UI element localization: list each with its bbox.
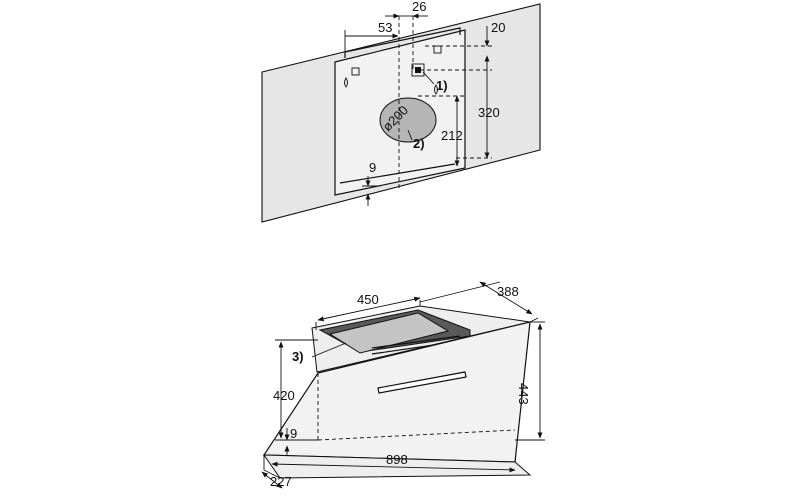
dim-label-227: 227	[270, 474, 292, 489]
callout-2: 2)	[413, 136, 425, 151]
dim-label-53: 53	[378, 20, 392, 35]
dim-label-9: 9	[369, 160, 376, 175]
callout-3: 3)	[292, 349, 304, 364]
duct-opening	[379, 97, 437, 143]
hood-unit: 450 388 420 443 9 898 227 3)	[261, 281, 545, 489]
dim-line-898	[271, 461, 516, 473]
dim-label-320: 320	[478, 105, 500, 120]
connector-core	[415, 67, 421, 73]
screw-slot-right	[433, 45, 442, 54]
callout-1: 1)	[436, 78, 448, 93]
dim-label-388: 388	[497, 284, 519, 299]
dim-label-9-bottom: 9	[290, 426, 297, 441]
drop-mark-left	[344, 77, 348, 88]
dim-line-227	[261, 471, 283, 489]
callout-leader-2	[407, 129, 413, 141]
wall-template: 26 53 20 320 212 9 ø200 1) 2)	[261, 0, 541, 223]
screw-slot-left	[351, 67, 360, 76]
dim-label-443: 443	[516, 383, 531, 405]
dim-label-212: 212	[441, 128, 463, 143]
top-bracket	[344, 27, 461, 58]
callout-leader-1	[422, 71, 435, 85]
dim-label-20: 20	[491, 20, 505, 35]
callout-leader-3	[311, 342, 347, 358]
bottom-rail	[339, 163, 456, 184]
hood-handle	[377, 371, 467, 394]
dim-label-898: 898	[386, 452, 408, 467]
drop-mark-right	[434, 84, 438, 95]
dim-label-420: 420	[273, 388, 295, 403]
dim-line-388	[479, 281, 533, 315]
hidden-edge-bottom	[317, 429, 516, 441]
dim-label-450: 450	[357, 292, 379, 307]
dim-label-26: 26	[412, 0, 426, 14]
dim-line-450	[317, 296, 421, 322]
inner-rail-1	[371, 335, 461, 349]
